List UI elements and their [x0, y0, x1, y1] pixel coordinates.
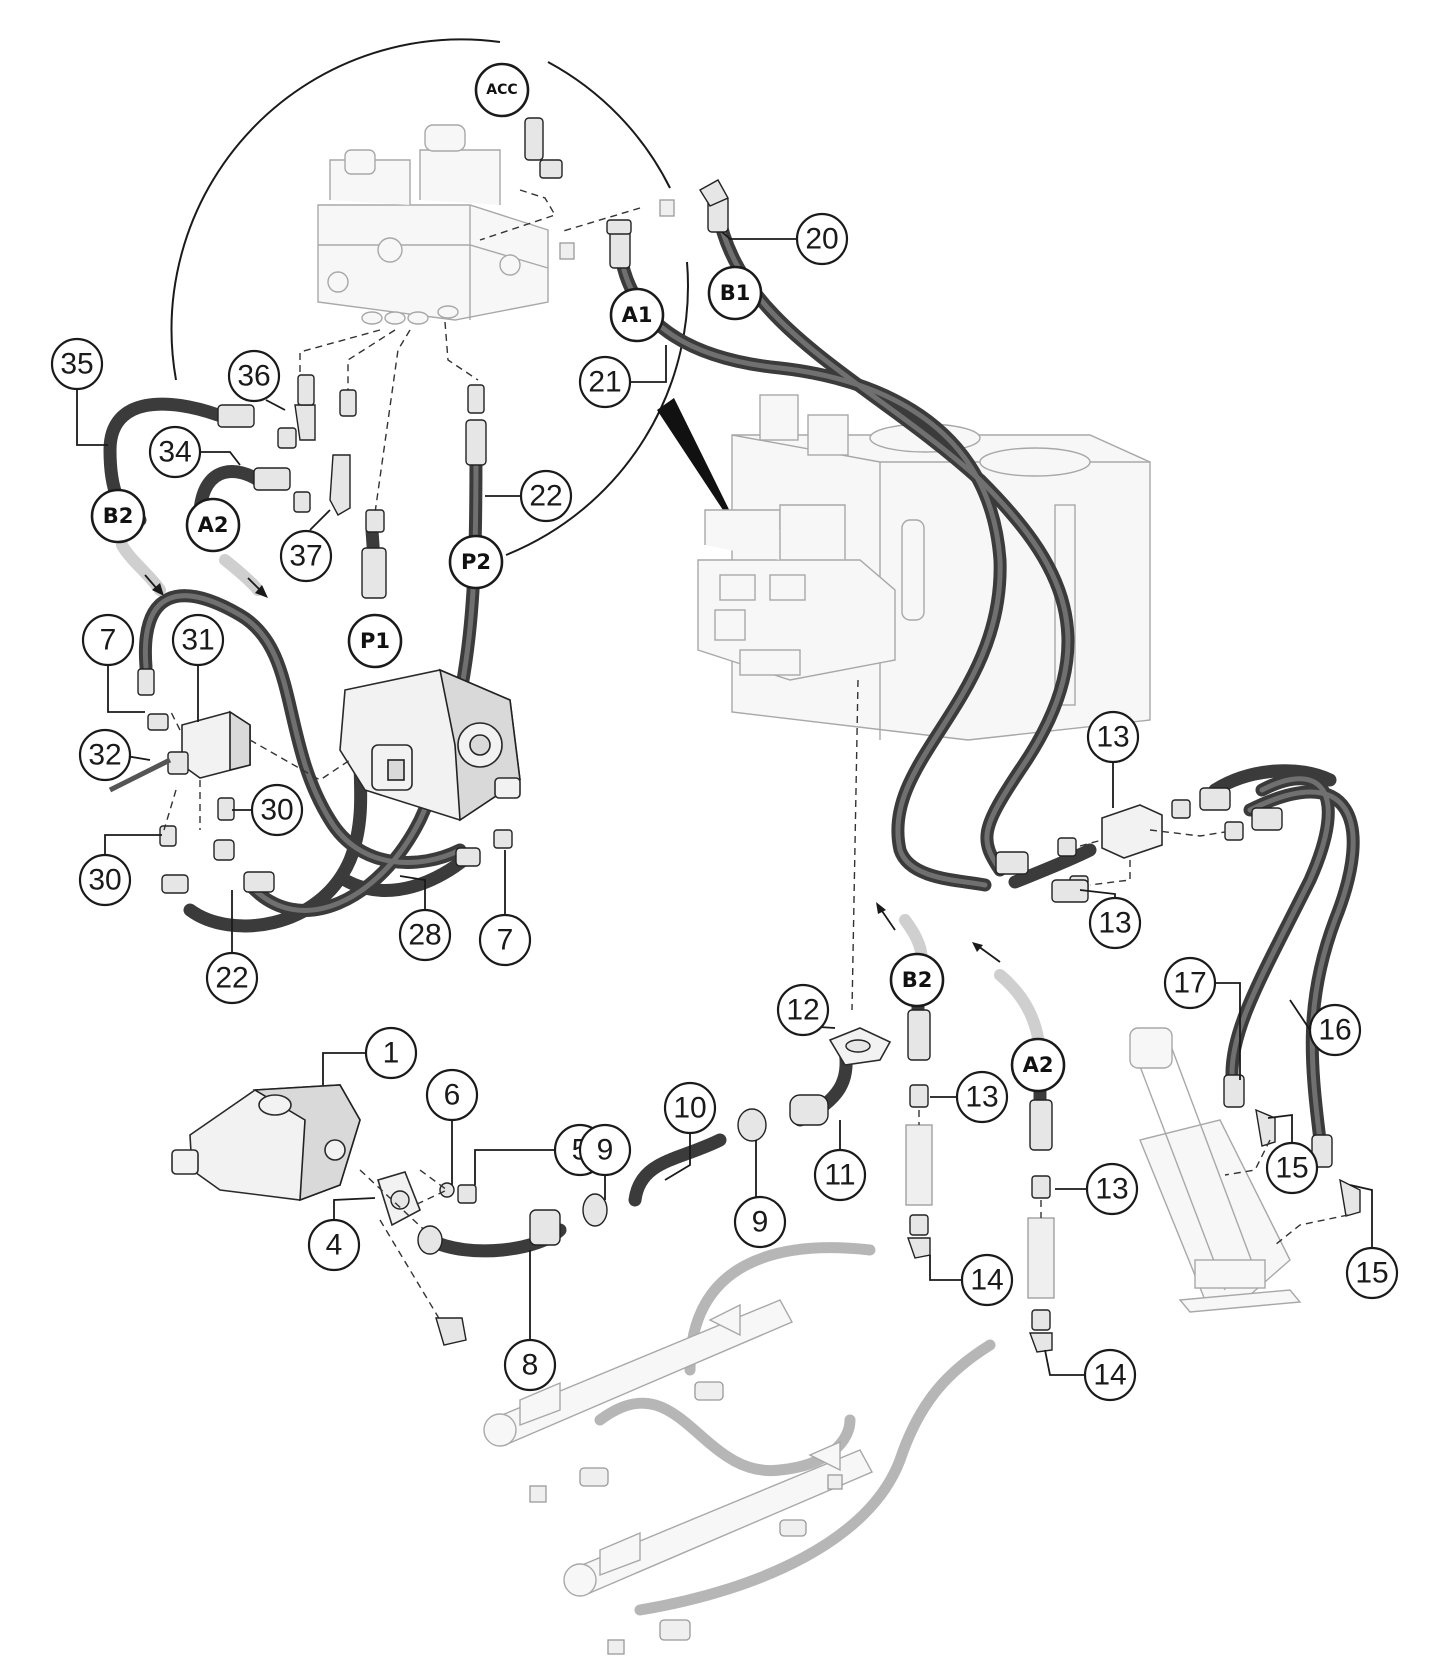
svg-text:P2: P2 [461, 550, 491, 574]
callout-15-left: 15 [1265, 1141, 1319, 1195]
svg-text:B2: B2 [902, 968, 933, 992]
svg-text:36: 36 [237, 360, 270, 393]
port-tag-b2-right: B2 [889, 952, 945, 1008]
callout-16: 16 [1308, 1003, 1362, 1057]
callout-10: 10 [663, 1081, 717, 1135]
svg-text:35: 35 [60, 348, 93, 381]
svg-text:15: 15 [1275, 1152, 1308, 1185]
callout-36: 36 [227, 349, 281, 403]
port-tag-b1: B1 [707, 265, 763, 321]
callout-15-right: 15 [1345, 1246, 1399, 1300]
port-tag-a1: A1 [609, 287, 665, 343]
svg-text:A2: A2 [1023, 1053, 1054, 1077]
svg-text:15: 15 [1355, 1257, 1388, 1290]
svg-text:34: 34 [158, 436, 191, 469]
svg-text:7: 7 [497, 924, 514, 957]
callout-14-upper: 14 [960, 1253, 1014, 1307]
callout-34: 34 [148, 425, 202, 479]
svg-text:1: 1 [383, 1037, 400, 1070]
callout-12: 12 [776, 983, 830, 1037]
callout-37: 37 [279, 529, 333, 583]
callout-9-left: 9 [578, 1123, 632, 1177]
svg-text:8: 8 [522, 1349, 539, 1382]
fittings [108, 179, 1361, 1353]
svg-text:37: 37 [289, 540, 322, 573]
callout-22-lower: 22 [205, 951, 259, 1005]
callout-32: 32 [78, 728, 132, 782]
svg-text:10: 10 [673, 1092, 706, 1125]
steering-cylinders [483, 1242, 996, 1655]
port-tag-a2-right: A2 [1010, 1037, 1066, 1093]
callout-8: 8 [503, 1338, 557, 1392]
svg-text:12: 12 [786, 994, 819, 1027]
callout-7-left: 7 [81, 613, 135, 667]
callouts: 35 36 34 37 22 22 21 20 7 7 31 32 30 30 … [50, 212, 1399, 1402]
valve-block-assembled [697, 504, 896, 1011]
callout-30-left: 30 [78, 853, 132, 907]
svg-text:21: 21 [588, 366, 621, 399]
callout-4: 4 [307, 1218, 361, 1272]
callout-30-right: 30 [250, 783, 304, 837]
callout-13-top: 13 [1086, 710, 1140, 764]
svg-text:14: 14 [1093, 1359, 1126, 1392]
callout-13-mid: 13 [1088, 896, 1142, 950]
svg-text:A1: A1 [622, 303, 653, 327]
svg-text:9: 9 [597, 1134, 614, 1167]
callout-14-lower: 14 [1083, 1348, 1137, 1402]
callout-35: 35 [50, 337, 104, 391]
svg-text:13: 13 [1096, 721, 1129, 754]
callout-9-right: 9 [733, 1195, 787, 1249]
callout-11: 11 [813, 1148, 867, 1202]
callout-17: 17 [1163, 956, 1217, 1010]
svg-text:ACC: ACC [486, 82, 517, 98]
svg-text:A2: A2 [198, 513, 229, 537]
svg-text:16: 16 [1318, 1014, 1351, 1047]
port-tag-acc: ACC [474, 62, 530, 118]
svg-text:9: 9 [752, 1206, 769, 1239]
callout-21: 21 [578, 355, 632, 409]
callout-7-right: 7 [478, 913, 532, 967]
svg-text:13: 13 [965, 1081, 998, 1114]
svg-text:20: 20 [805, 223, 838, 256]
svg-text:30: 30 [260, 794, 293, 827]
svg-text:13: 13 [1095, 1173, 1128, 1206]
callout-31: 31 [171, 613, 225, 667]
svg-text:17: 17 [1173, 967, 1206, 1000]
svg-text:22: 22 [529, 480, 562, 513]
port-tag-a2-left: A2 [185, 497, 241, 553]
svg-text:B2: B2 [103, 504, 134, 528]
svg-text:7: 7 [100, 624, 117, 657]
svg-text:P1: P1 [360, 629, 390, 653]
svg-text:14: 14 [970, 1264, 1003, 1297]
callout-13-b2: 13 [955, 1070, 1009, 1124]
svg-text:30: 30 [88, 864, 121, 897]
svg-text:31: 31 [181, 624, 214, 657]
port-tag-p1: P1 [347, 613, 403, 669]
callout-13-a2: 13 [1085, 1162, 1139, 1216]
svg-text:6: 6 [444, 1079, 461, 1112]
port-tag-p2: P2 [448, 534, 504, 590]
callout-6: 6 [425, 1068, 479, 1122]
callout-28: 28 [398, 908, 452, 962]
svg-text:22: 22 [215, 962, 248, 995]
valve-block-detail [299, 117, 675, 521]
svg-text:4: 4 [326, 1229, 343, 1262]
callout-20: 20 [795, 212, 849, 266]
port-tag-b2-left: B2 [90, 488, 146, 544]
svg-text:11: 11 [824, 1159, 855, 1192]
port-tags: ACC A1 B1 B2 A2 P1 P2 B2 A2 [90, 62, 1066, 1093]
callout-1: 1 [364, 1026, 418, 1080]
svg-text:B1: B1 [720, 281, 751, 305]
svg-text:28: 28 [408, 919, 441, 952]
callout-22-upper: 22 [519, 469, 573, 523]
tilt-cylinder [1129, 1027, 1302, 1313]
svg-text:13: 13 [1098, 907, 1131, 940]
svg-text:32: 32 [88, 739, 121, 772]
